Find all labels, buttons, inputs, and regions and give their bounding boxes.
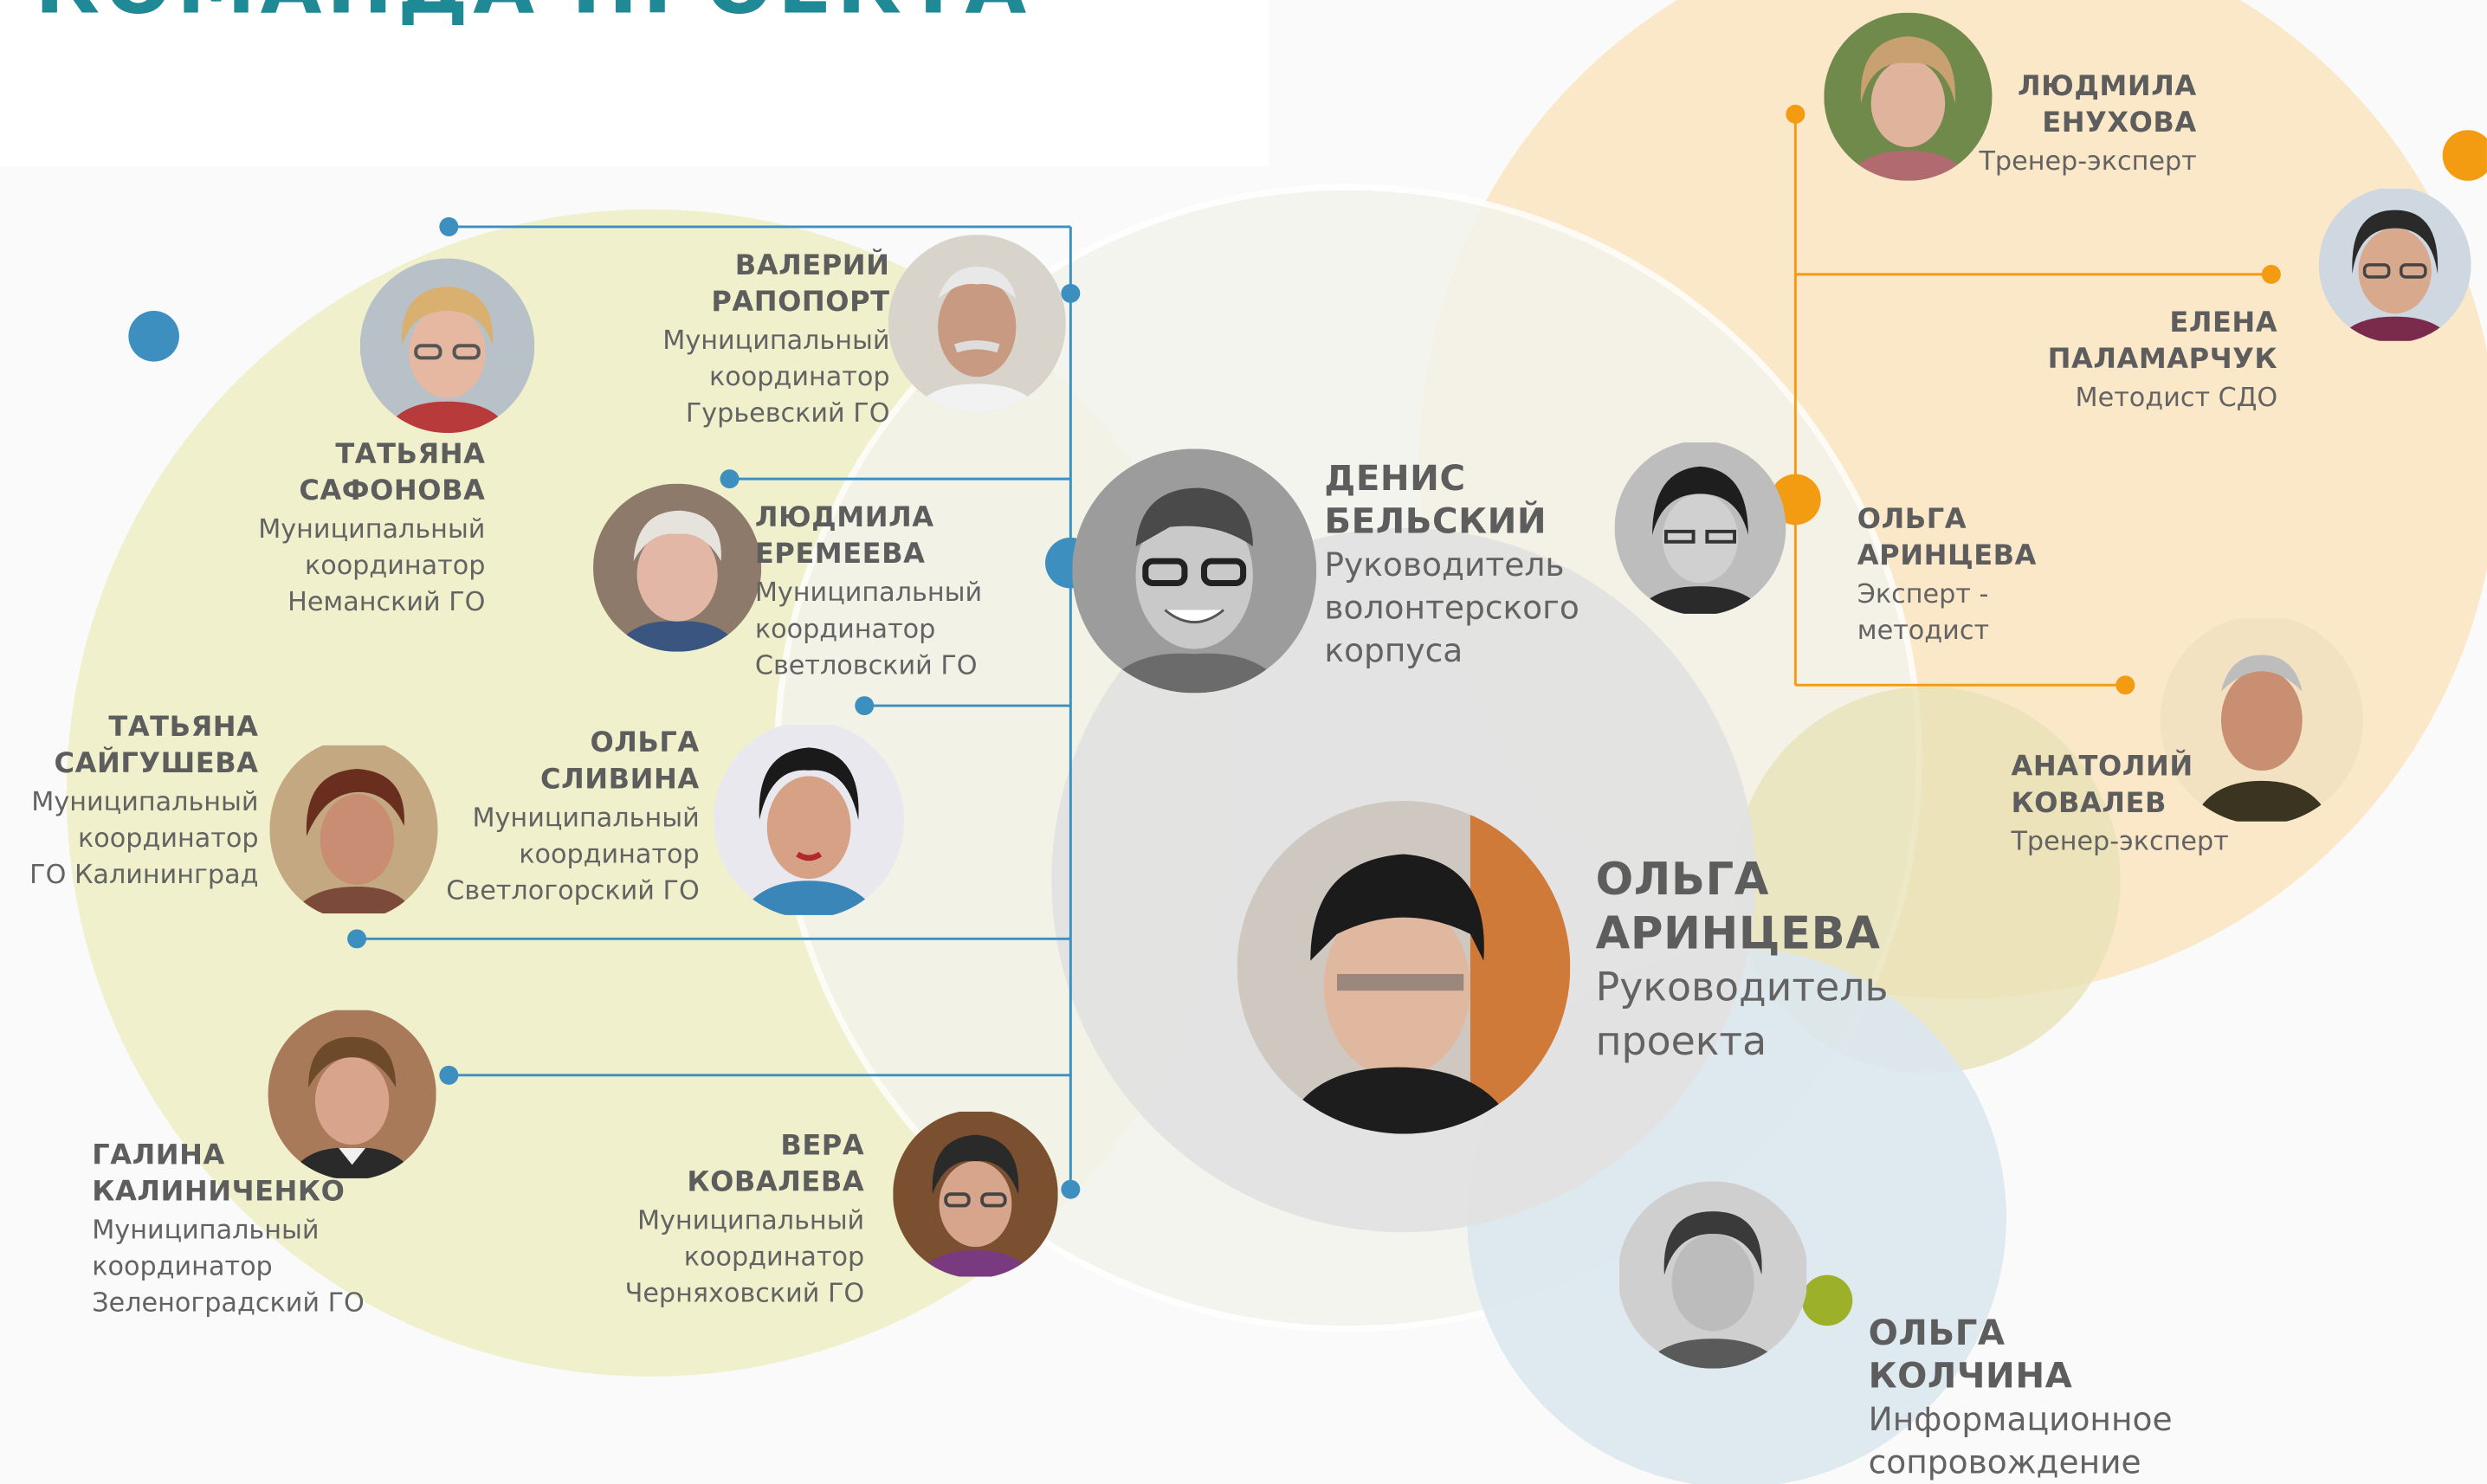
- blue-connector-lines: [357, 225, 1072, 1190]
- avatar-lead: [1237, 800, 1571, 1134]
- orange-connector-lines: [1793, 113, 2271, 687]
- person-role: Тренер-эксперт: [2011, 826, 2229, 857]
- avatar-slivina: [714, 721, 905, 918]
- blue-connector-dots: [128, 216, 1096, 1199]
- avatar-safonova: [359, 258, 535, 434]
- avatar-rapoport: [888, 235, 1066, 413]
- avatar-arintseva-expert: [1614, 441, 1786, 615]
- avatar-kalinichenko: [268, 1009, 436, 1180]
- avatar-saygusheva: [269, 739, 438, 920]
- avatar-enuhova: [1824, 12, 1993, 181]
- avatar-kovaleva: [893, 1110, 1058, 1278]
- avatar-eremeeva: [593, 483, 762, 652]
- green-dot: [1801, 1274, 1853, 1326]
- page-title: КОМАНДА ПРОЕКТА: [35, 0, 1031, 32]
- avatar-palamarchuk: [2318, 187, 2471, 342]
- avatar-volunteer-head: [1072, 448, 1317, 694]
- person-role: Тренер-эксперт: [1979, 145, 2197, 177]
- avatar-kolchina: [1618, 1181, 1808, 1369]
- person-role: Методист СДО: [2075, 382, 2278, 413]
- avatar-kovalev: [2160, 616, 2364, 825]
- person-role: Эксперт -методист: [1857, 578, 1990, 646]
